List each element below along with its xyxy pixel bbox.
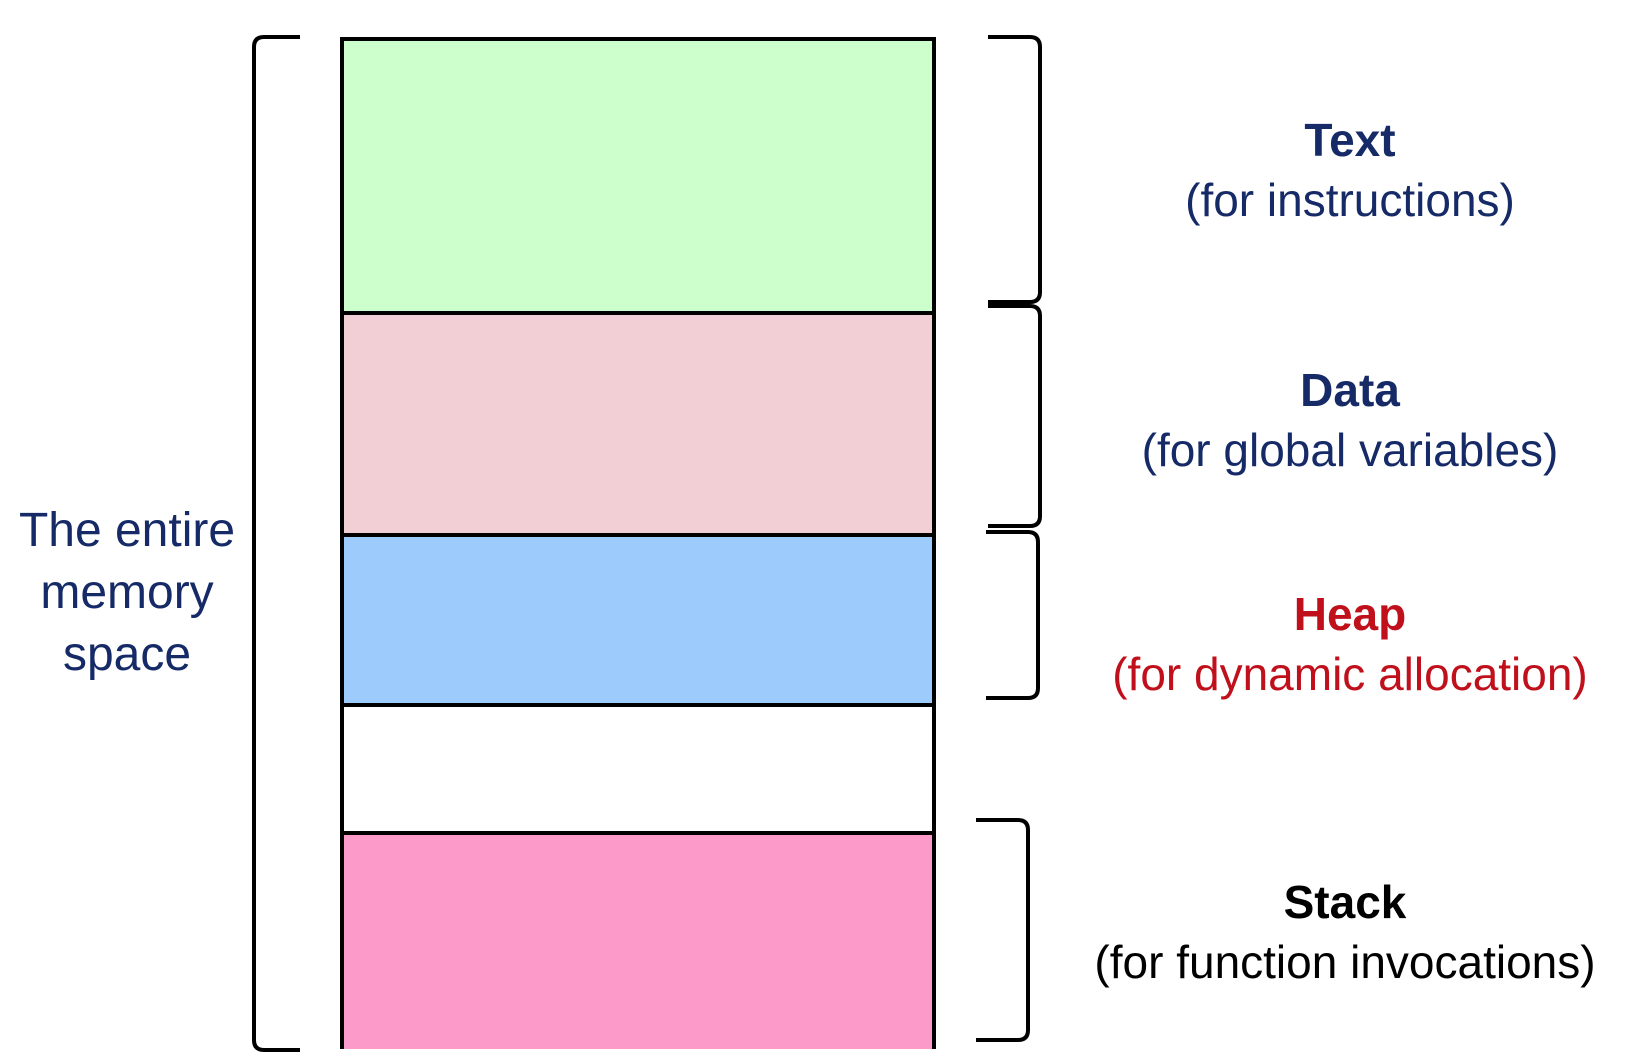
heap-segment xyxy=(344,533,932,703)
text-segment-subtitle: (for instructions) xyxy=(1185,174,1515,226)
text-segment xyxy=(344,41,932,311)
data-segment xyxy=(344,311,932,533)
stack-segment xyxy=(344,831,932,1049)
memory-block xyxy=(340,37,936,1049)
heap-segment-subtitle: (for dynamic allocation) xyxy=(1112,648,1588,700)
data-brace xyxy=(988,304,1042,528)
heap-brace xyxy=(986,530,1040,700)
heap-segment-title: Heap xyxy=(1293,588,1407,640)
free-segment xyxy=(344,703,932,831)
entire-memory-line3: space xyxy=(62,628,192,681)
stack-brace xyxy=(976,818,1030,1042)
whole-memory-brace xyxy=(252,35,300,1052)
text-segment-title: Text xyxy=(1304,114,1396,166)
stack-segment-label: Stack (for function invocations) xyxy=(1060,872,1628,992)
entire-memory-line1: The entire xyxy=(18,504,236,557)
entire-memory-label: The entire memory space xyxy=(0,500,254,686)
text-segment-label: Text (for instructions) xyxy=(1120,110,1580,230)
entire-memory-line2: memory xyxy=(40,566,214,619)
data-segment-subtitle: (for global variables) xyxy=(1141,424,1559,476)
stack-segment-subtitle: (for function invocations) xyxy=(1094,936,1596,988)
heap-segment-label: Heap (for dynamic allocation) xyxy=(1080,584,1620,704)
text-brace xyxy=(988,35,1042,304)
data-segment-title: Data xyxy=(1300,364,1400,416)
data-segment-label: Data (for global variables) xyxy=(1090,360,1610,480)
stack-segment-title: Stack xyxy=(1283,876,1407,928)
